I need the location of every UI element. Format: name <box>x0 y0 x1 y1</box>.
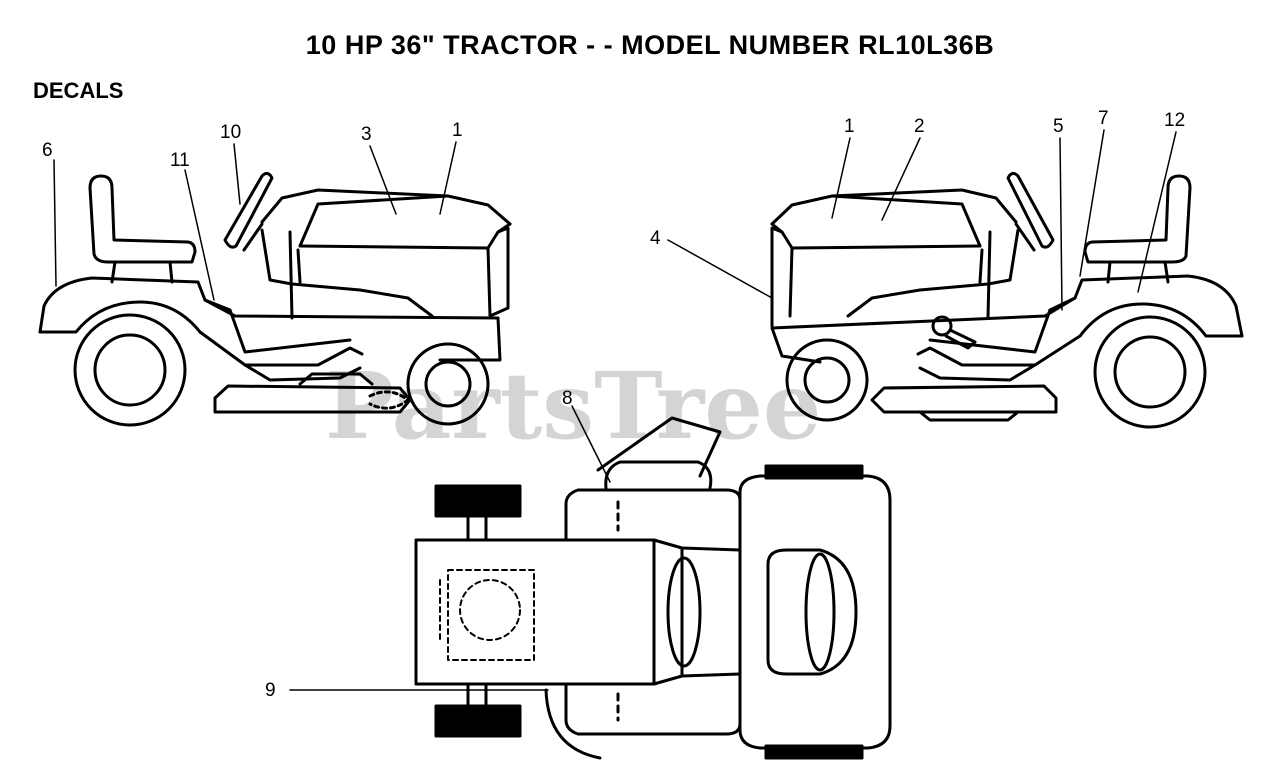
diagram-title: 10 HP 36" TRACTOR - - MODEL NUMBER RL10L… <box>305 30 995 60</box>
callout-8-top: 8 <box>562 388 573 409</box>
top-view-tractor <box>414 416 892 760</box>
callout-12-right: 12 <box>1164 110 1185 131</box>
callout-2-right: 2 <box>914 116 925 137</box>
callout-3-left: 3 <box>361 124 372 145</box>
callout-5-right: 5 <box>1053 116 1064 137</box>
callout-6-left: 6 <box>42 140 53 161</box>
left-side-tractor <box>38 171 512 427</box>
callout-9-top: 9 <box>265 680 276 701</box>
callout-1-right: 1 <box>844 116 855 137</box>
watermark: PartsTree <box>325 352 821 460</box>
right-side-tractor <box>770 171 1244 429</box>
callout-7-right: 7 <box>1098 108 1109 129</box>
callout-labels: 6 11 10 3 1 4 1 2 5 7 12 8 9 <box>42 108 1185 701</box>
callout-11-left: 11 <box>170 150 190 171</box>
callout-1-left: 1 <box>452 120 463 141</box>
callout-10-left: 10 <box>220 122 241 143</box>
leader-lines <box>53 129 1177 691</box>
callout-4-right: 4 <box>650 228 661 249</box>
section-label: DECALS <box>33 78 124 103</box>
